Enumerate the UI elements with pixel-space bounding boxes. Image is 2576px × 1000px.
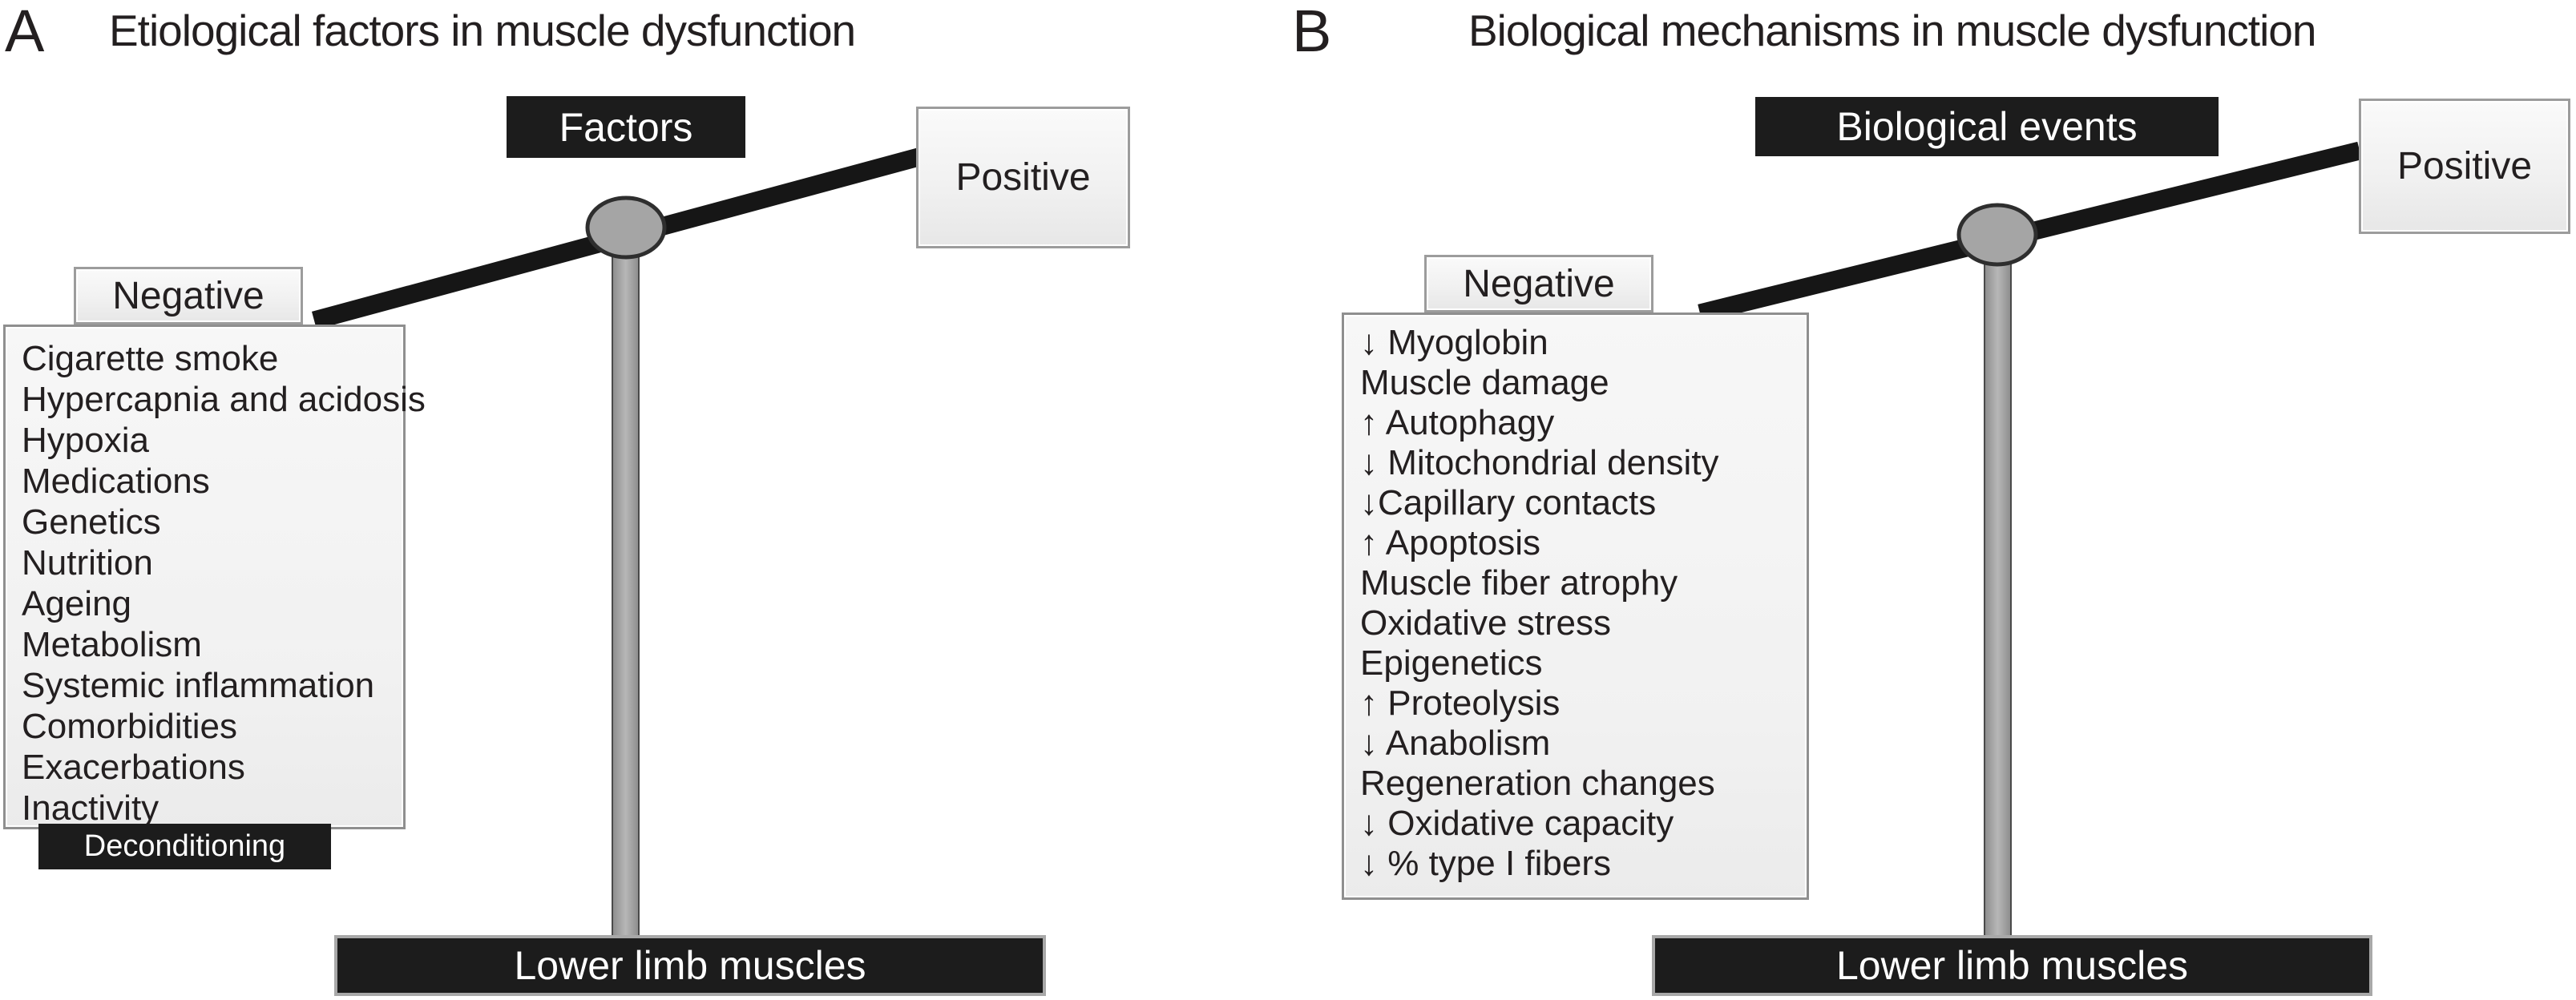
negative-list-item: ↓ Oxidative capacity xyxy=(1360,804,1674,843)
pivot-a xyxy=(585,196,667,260)
deconditioning-box: Deconditioning xyxy=(38,824,331,869)
negative-list-item: Cigarette smoke xyxy=(22,339,279,378)
factors-box: Factors xyxy=(507,96,745,158)
negative-list-item: Regeneration changes xyxy=(1360,764,1715,803)
negative-list-item: ↓ Myoglobin xyxy=(1360,323,1548,362)
negative-list-item: ↑ Autophagy xyxy=(1360,403,1555,442)
negative-box-b: Negative xyxy=(1424,255,1653,312)
negative-list-item: Muscle fiber atrophy xyxy=(1360,563,1678,603)
positive-box-a: Positive xyxy=(916,107,1130,248)
post-a xyxy=(612,240,640,940)
lower-limb-muscles-bar-b: Lower limb muscles xyxy=(1652,935,2372,996)
panel-a-title: Etiological factors in muscle dysfunctio… xyxy=(109,6,856,55)
negative-list-item: Oxidative stress xyxy=(1360,603,1611,643)
negative-list-item: ↓ Anabolism xyxy=(1360,724,1551,763)
negative-list-item: Genetics xyxy=(22,502,161,542)
negative-list-item: Medications xyxy=(22,462,210,501)
post-b xyxy=(1984,248,2012,940)
negative-list-item: Ageing xyxy=(22,584,132,623)
negative-list-item: Inactivity xyxy=(22,788,159,828)
panel-b-title: Biological mechanisms in muscle dysfunct… xyxy=(1468,6,2316,55)
panel-b-label: B xyxy=(1292,0,1332,64)
negative-list-item: Systemic inflammation xyxy=(22,666,375,705)
negative-list-item: Metabolism xyxy=(22,625,202,664)
biological-events-box: Biological events xyxy=(1755,97,2219,156)
negative-list-item: ↓Capillary contacts xyxy=(1360,483,1657,522)
negative-list-item: ↓ % type I fibers xyxy=(1360,844,1612,883)
negative-box-a: Negative xyxy=(74,267,303,325)
negative-list-item: Exacerbations xyxy=(22,748,245,787)
negative-list-item: Hypoxia xyxy=(22,421,149,460)
negative-list-item: ↑ Proteolysis xyxy=(1360,683,1561,723)
pivot-b xyxy=(1956,203,2038,267)
negative-list-item: Epigenetics xyxy=(1360,643,1543,683)
negative-list-item: Muscle damage xyxy=(1360,363,1609,402)
panel-a-label: A xyxy=(5,0,45,64)
negative-list-item: Hypercapnia and acidosis xyxy=(22,380,426,419)
negative-list-item: ↓ Mitochondrial density xyxy=(1360,443,1719,482)
negative-list-item: ↑ Apoptosis xyxy=(1360,523,1541,562)
negative-list-item: Comorbidities xyxy=(22,707,237,746)
negative-list-item: Nutrition xyxy=(22,543,153,583)
lower-limb-muscles-bar-a: Lower limb muscles xyxy=(334,935,1046,996)
positive-box-b: Positive xyxy=(2359,99,2570,234)
